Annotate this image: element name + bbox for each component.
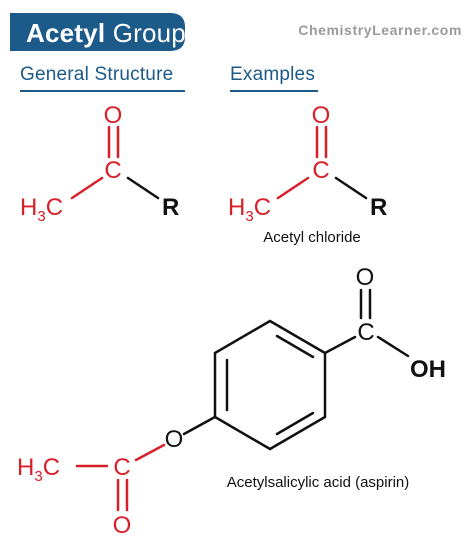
carboxyl-hydroxyl-label: OH: [410, 356, 446, 383]
example1-bond-r: [334, 176, 368, 200]
example1-r-label: R: [370, 194, 387, 221]
section-general-underline: [20, 90, 185, 92]
acetyl-chloride-structure: [276, 125, 368, 200]
example1-carbon-label: C: [312, 157, 329, 184]
general-r-label: R: [162, 194, 179, 221]
example1-methyl-label: H3C: [228, 194, 271, 225]
example1-caption: Acetyl chloride: [263, 229, 361, 246]
section-examples: Examples: [230, 64, 316, 85]
benzene-ring: [213, 319, 327, 451]
general-bond-r: [126, 176, 160, 200]
title-bold-word: Acetyl: [26, 18, 106, 48]
general-methyl-label: H3C: [20, 194, 63, 225]
carboxyl-oxygen-label: O: [356, 264, 375, 291]
brand-watermark: ChemistryLearner.com: [298, 22, 462, 38]
aspirin-structure: [75, 288, 410, 512]
general-carbon-label: C: [104, 157, 121, 184]
ring-inner-bond-bottom: [275, 411, 315, 436]
page-title: Acetyl Group: [26, 18, 186, 49]
ester-methyl-label: H3C: [17, 454, 60, 485]
general-oxygen-label: O: [104, 102, 123, 129]
ester-carbonyl-oxygen-label: O: [113, 512, 132, 539]
title-banner-shape: [10, 13, 185, 51]
general-bond-methyl: [70, 176, 104, 200]
ring-to-carboxyl-bond: [323, 335, 357, 355]
ester-carbon-label: C: [113, 454, 130, 481]
ring-inner-bond-top: [275, 334, 315, 359]
title-banner: Acetyl Group: [10, 13, 190, 51]
title-light-word: Group: [112, 18, 186, 48]
section-examples-underline: [230, 90, 318, 92]
general-structure: [70, 125, 160, 200]
example1-bond-methyl: [276, 176, 310, 200]
ring-to-ester-oxygen-bond: [182, 415, 217, 436]
ester-oxygen-to-carbon-bond: [134, 443, 166, 462]
example1-oxygen-label: O: [312, 102, 331, 129]
example2-caption: Acetylsalicylic acid (aspirin): [227, 474, 410, 491]
carboxyl-carbon-label: C: [357, 319, 374, 346]
carboxyl-oh-bond: [376, 335, 410, 358]
ester-oxygen-label: O: [165, 426, 184, 453]
section-general-structure: General Structure: [20, 64, 174, 85]
